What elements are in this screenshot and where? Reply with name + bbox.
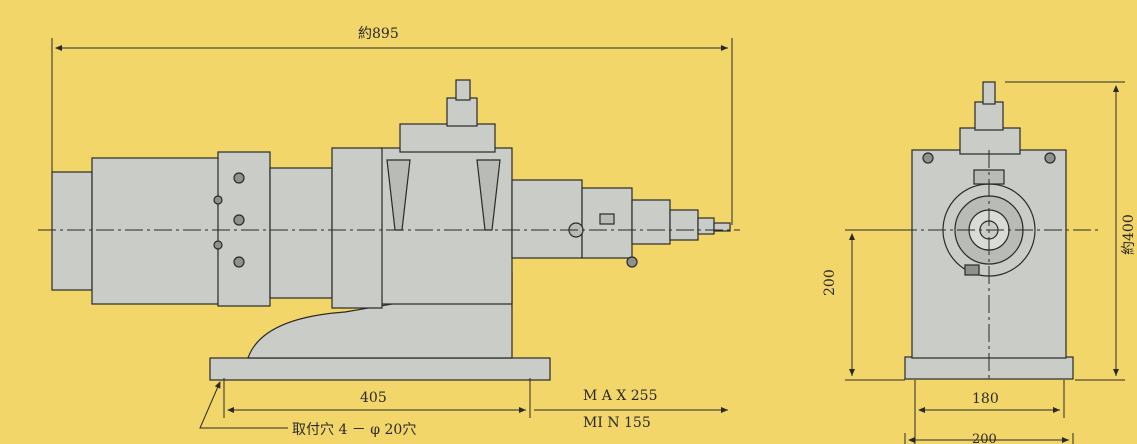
dim-center-height: 200	[822, 269, 838, 296]
base-plate	[209, 357, 551, 381]
leader-mounting-holes	[199, 381, 288, 429]
motor-body	[91, 157, 221, 305]
dim-stroke-min: MI N 155	[583, 415, 651, 431]
mounting-holes-note: 取付穴 4 － φ 20穴	[292, 422, 417, 438]
collet-nut	[669, 209, 699, 241]
coupling-flange	[331, 147, 383, 309]
top-spindle	[446, 97, 478, 127]
end-top-spindle	[974, 101, 1004, 131]
top-spindle-nut	[455, 79, 471, 101]
tool-tip	[713, 222, 731, 232]
dim-end-width-inner: 180	[972, 391, 999, 407]
dim-overall-length: 約895	[358, 26, 399, 42]
motor-coupling	[269, 167, 333, 299]
end-top-block	[959, 127, 1021, 155]
dim-base-length: 405	[360, 390, 387, 406]
spindle-head	[511, 179, 583, 259]
motor-end-cap	[51, 171, 93, 291]
end-top-nut	[982, 81, 996, 105]
top-block	[399, 123, 496, 153]
chuck	[697, 217, 715, 235]
dim-end-width-outer: 200	[972, 432, 997, 444]
collet	[631, 199, 671, 245]
wedge-bolt-right	[476, 159, 501, 231]
dim-overall-height: 約400	[1121, 214, 1137, 255]
dim-stroke-max: M A X 255	[583, 388, 658, 404]
motor-flange	[217, 151, 271, 307]
